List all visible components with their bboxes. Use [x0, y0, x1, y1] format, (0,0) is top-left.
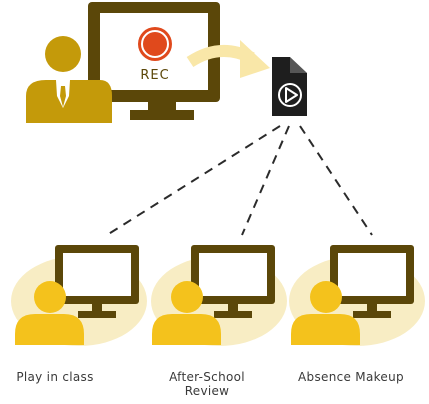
- play-triangle-icon: [285, 87, 298, 103]
- viewer-person-body: [291, 314, 360, 345]
- upload-arrow-icon: [186, 40, 270, 78]
- viewer-label-play-in-class: Play in class: [16, 370, 94, 384]
- viewer-person-head: [34, 281, 66, 313]
- viewer-monitor-base: [78, 311, 116, 318]
- viewer-monitor-base: [214, 311, 252, 318]
- presenter-person-icon: [26, 36, 112, 123]
- dash-line-absence: [299, 125, 373, 236]
- viewer-after-school-review: [151, 245, 287, 346]
- presenter-tie: [60, 86, 66, 107]
- viewer-monitor-base: [353, 311, 391, 318]
- viewer-monitor-screen: [63, 253, 131, 296]
- dash-line-review: [241, 125, 290, 236]
- viewer-absence-makeup: [289, 245, 425, 346]
- viewer-label-after-school-review: After-School Review: [169, 370, 245, 398]
- video-file-icon: [272, 57, 307, 116]
- viewer-play-in-class: [11, 245, 147, 346]
- viewer-person-head: [310, 281, 342, 313]
- play-circle-icon: [278, 83, 302, 107]
- record-button-outer: [138, 27, 172, 61]
- presenter-body: [26, 80, 112, 123]
- viewer-person-head: [171, 281, 203, 313]
- rec-label: REC: [140, 68, 169, 83]
- viewer-person-body: [15, 314, 84, 345]
- dash-line-class: [106, 125, 281, 236]
- recording-monitor: REC: [88, 2, 220, 120]
- viewer-monitor-stand: [367, 303, 377, 313]
- distribution-lines: [106, 125, 373, 236]
- viewer-monitor-stand: [228, 303, 238, 313]
- viewer-monitor-stand: [92, 303, 102, 313]
- record-button-ring: [141, 30, 169, 58]
- presenter-head: [45, 36, 81, 72]
- viewer-label-absence-makeup: Absence Makeup: [298, 370, 404, 384]
- viewer-person-body: [152, 314, 221, 345]
- viewer-monitor-screen: [338, 253, 406, 296]
- monitor-base: [130, 110, 194, 120]
- viewer-monitor-screen: [199, 253, 267, 296]
